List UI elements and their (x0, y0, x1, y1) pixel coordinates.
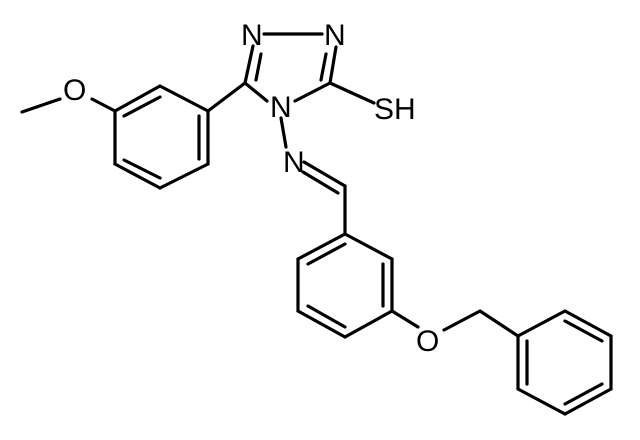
ring1-bond-d (113, 162, 162, 190)
atom-label-n2: N (324, 19, 346, 52)
ring2-inner-2 (306, 304, 347, 329)
ring3-inner-1 (563, 319, 604, 343)
ring2-inner-3 (306, 242, 347, 266)
atom-label-n4: N (270, 91, 292, 124)
bond-nimine-ch-double (301, 170, 340, 195)
ring3-bond-b (563, 309, 613, 338)
atom-label-sh: SH (374, 93, 416, 126)
atom-label-layer: N N N N SH O O (63, 19, 439, 358)
bond-ring2-obenzyl (390, 309, 420, 329)
ring2-bond-d (296, 309, 347, 339)
ring2-bond-f (296, 232, 347, 261)
bond-obenzyl-ch2 (442, 309, 482, 332)
bond-c3-s (328, 81, 376, 105)
bond-nimine-ch (302, 160, 347, 188)
ring1-bond-a (158, 84, 210, 113)
ring1-bond-e (158, 162, 210, 190)
bond-c3-n2 (328, 45, 338, 85)
bond-n4-c3 (293, 81, 332, 103)
atom-label-o-benzyloxy: O (416, 325, 439, 358)
bond-n4-nimine (279, 116, 288, 149)
bond-layer (20, 32, 613, 416)
atom-label-o-methoxy: O (63, 74, 86, 107)
bond-omethoxy-ch3 (20, 97, 62, 114)
ring2-bond-c (343, 309, 394, 339)
bond-c5-n4 (243, 81, 269, 103)
atom-label-n1: N (241, 19, 263, 52)
ring3-bond-d (563, 387, 613, 416)
ring3-inner-2 (563, 382, 604, 406)
bond-n1-c5-double (254, 52, 263, 82)
ring3-bond-a (516, 309, 567, 338)
ring1-inner-3 (122, 95, 162, 118)
bond-ring1-omethoxy (90, 97, 117, 113)
ring2-bond-a (343, 232, 394, 261)
bond-ch2-ring3 (478, 309, 520, 338)
ring1-inner-2 (122, 158, 162, 180)
bond-c3-n2-double (319, 52, 328, 82)
ring1-bond-b (113, 84, 162, 113)
ring3-bond-e (516, 387, 567, 416)
atom-label-n-imine: N (283, 146, 305, 179)
bond-n1-c5 (243, 44, 255, 85)
bond-c5-ring1 (206, 81, 247, 113)
